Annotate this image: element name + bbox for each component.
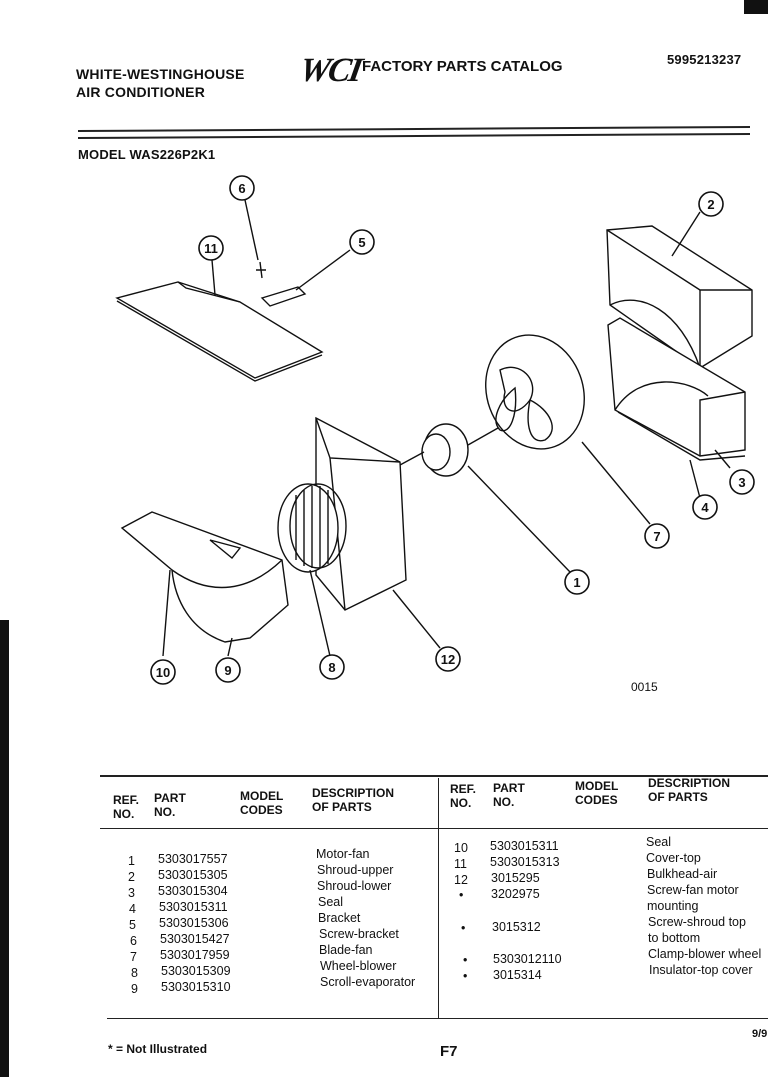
exploded-parts-diagram: 6 11 5 2 3 4 7 1 12 8 9 10 [115,175,755,685]
svg-text:5: 5 [358,235,365,250]
motor-drawing [399,423,499,477]
callout-1: 1 [564,569,590,595]
date-stamp: 9/9 [752,1028,768,1040]
svg-text:9: 9 [224,663,231,678]
svg-text:11: 11 [204,241,218,256]
page-number: F7 [440,1043,458,1060]
scroll-evaporator-drawing [120,511,289,643]
bracket-drawing [260,286,307,307]
catalog-title: FACTORY PARTS CATALOG [362,58,563,75]
table-divider [438,778,439,1018]
wci-logo: WCI [296,52,364,89]
callout-9: 9 [215,657,241,683]
table-rule-header [100,828,768,829]
header-ref-right: REF.NO. [450,782,477,810]
shroud-upper-drawing [606,225,753,369]
header-rule-top [78,125,750,133]
scan-edge [0,620,9,1077]
callout-7: 7 [644,523,670,549]
fan-blade-drawing [485,334,585,450]
screw-drawing [256,261,266,279]
svg-text:8: 8 [328,660,335,675]
header-rule-bottom [78,132,750,140]
svg-text:7: 7 [653,529,660,544]
catalog-number: 5995213237 [667,52,742,67]
brand-line-2: AIR CONDITIONER [76,84,205,100]
not-illustrated-note: * = Not Illustrated [108,1042,208,1056]
svg-text:12: 12 [441,652,455,667]
callout-markers: 6 11 5 2 3 4 7 1 12 8 9 10 [150,175,755,685]
svg-text:4: 4 [701,500,709,515]
callout-10: 10 [150,659,176,685]
seal-drawing [617,411,746,461]
scan-corner [744,0,768,14]
model-number: MODEL WAS226P2K1 [78,147,216,162]
callout-5: 5 [349,229,375,255]
svg-text:10: 10 [156,665,170,680]
shroud-lower-drawing [607,317,746,457]
callout-11: 11 [198,235,224,261]
svg-text:1: 1 [573,575,580,590]
blower-wheel-drawing [277,483,347,573]
svg-text:2: 2 [707,197,714,212]
callout-12: 12 [435,646,461,672]
svg-text:6: 6 [238,181,245,196]
callout-4: 4 [692,494,718,520]
table-rule-top [100,775,768,777]
callout-2: 2 [698,191,724,217]
diagram-code: 0015 [631,680,658,694]
brand-line-1: WHITE-WESTINGHOUSE [76,66,245,82]
callout-8: 8 [319,654,345,680]
svg-text:3: 3 [738,475,745,490]
callout-6: 6 [229,175,255,201]
table-rule-bottom [107,1018,768,1019]
callout-3: 3 [729,469,755,495]
cover-top-drawing [115,281,324,382]
header-ref-left: REF.NO. [113,793,140,821]
